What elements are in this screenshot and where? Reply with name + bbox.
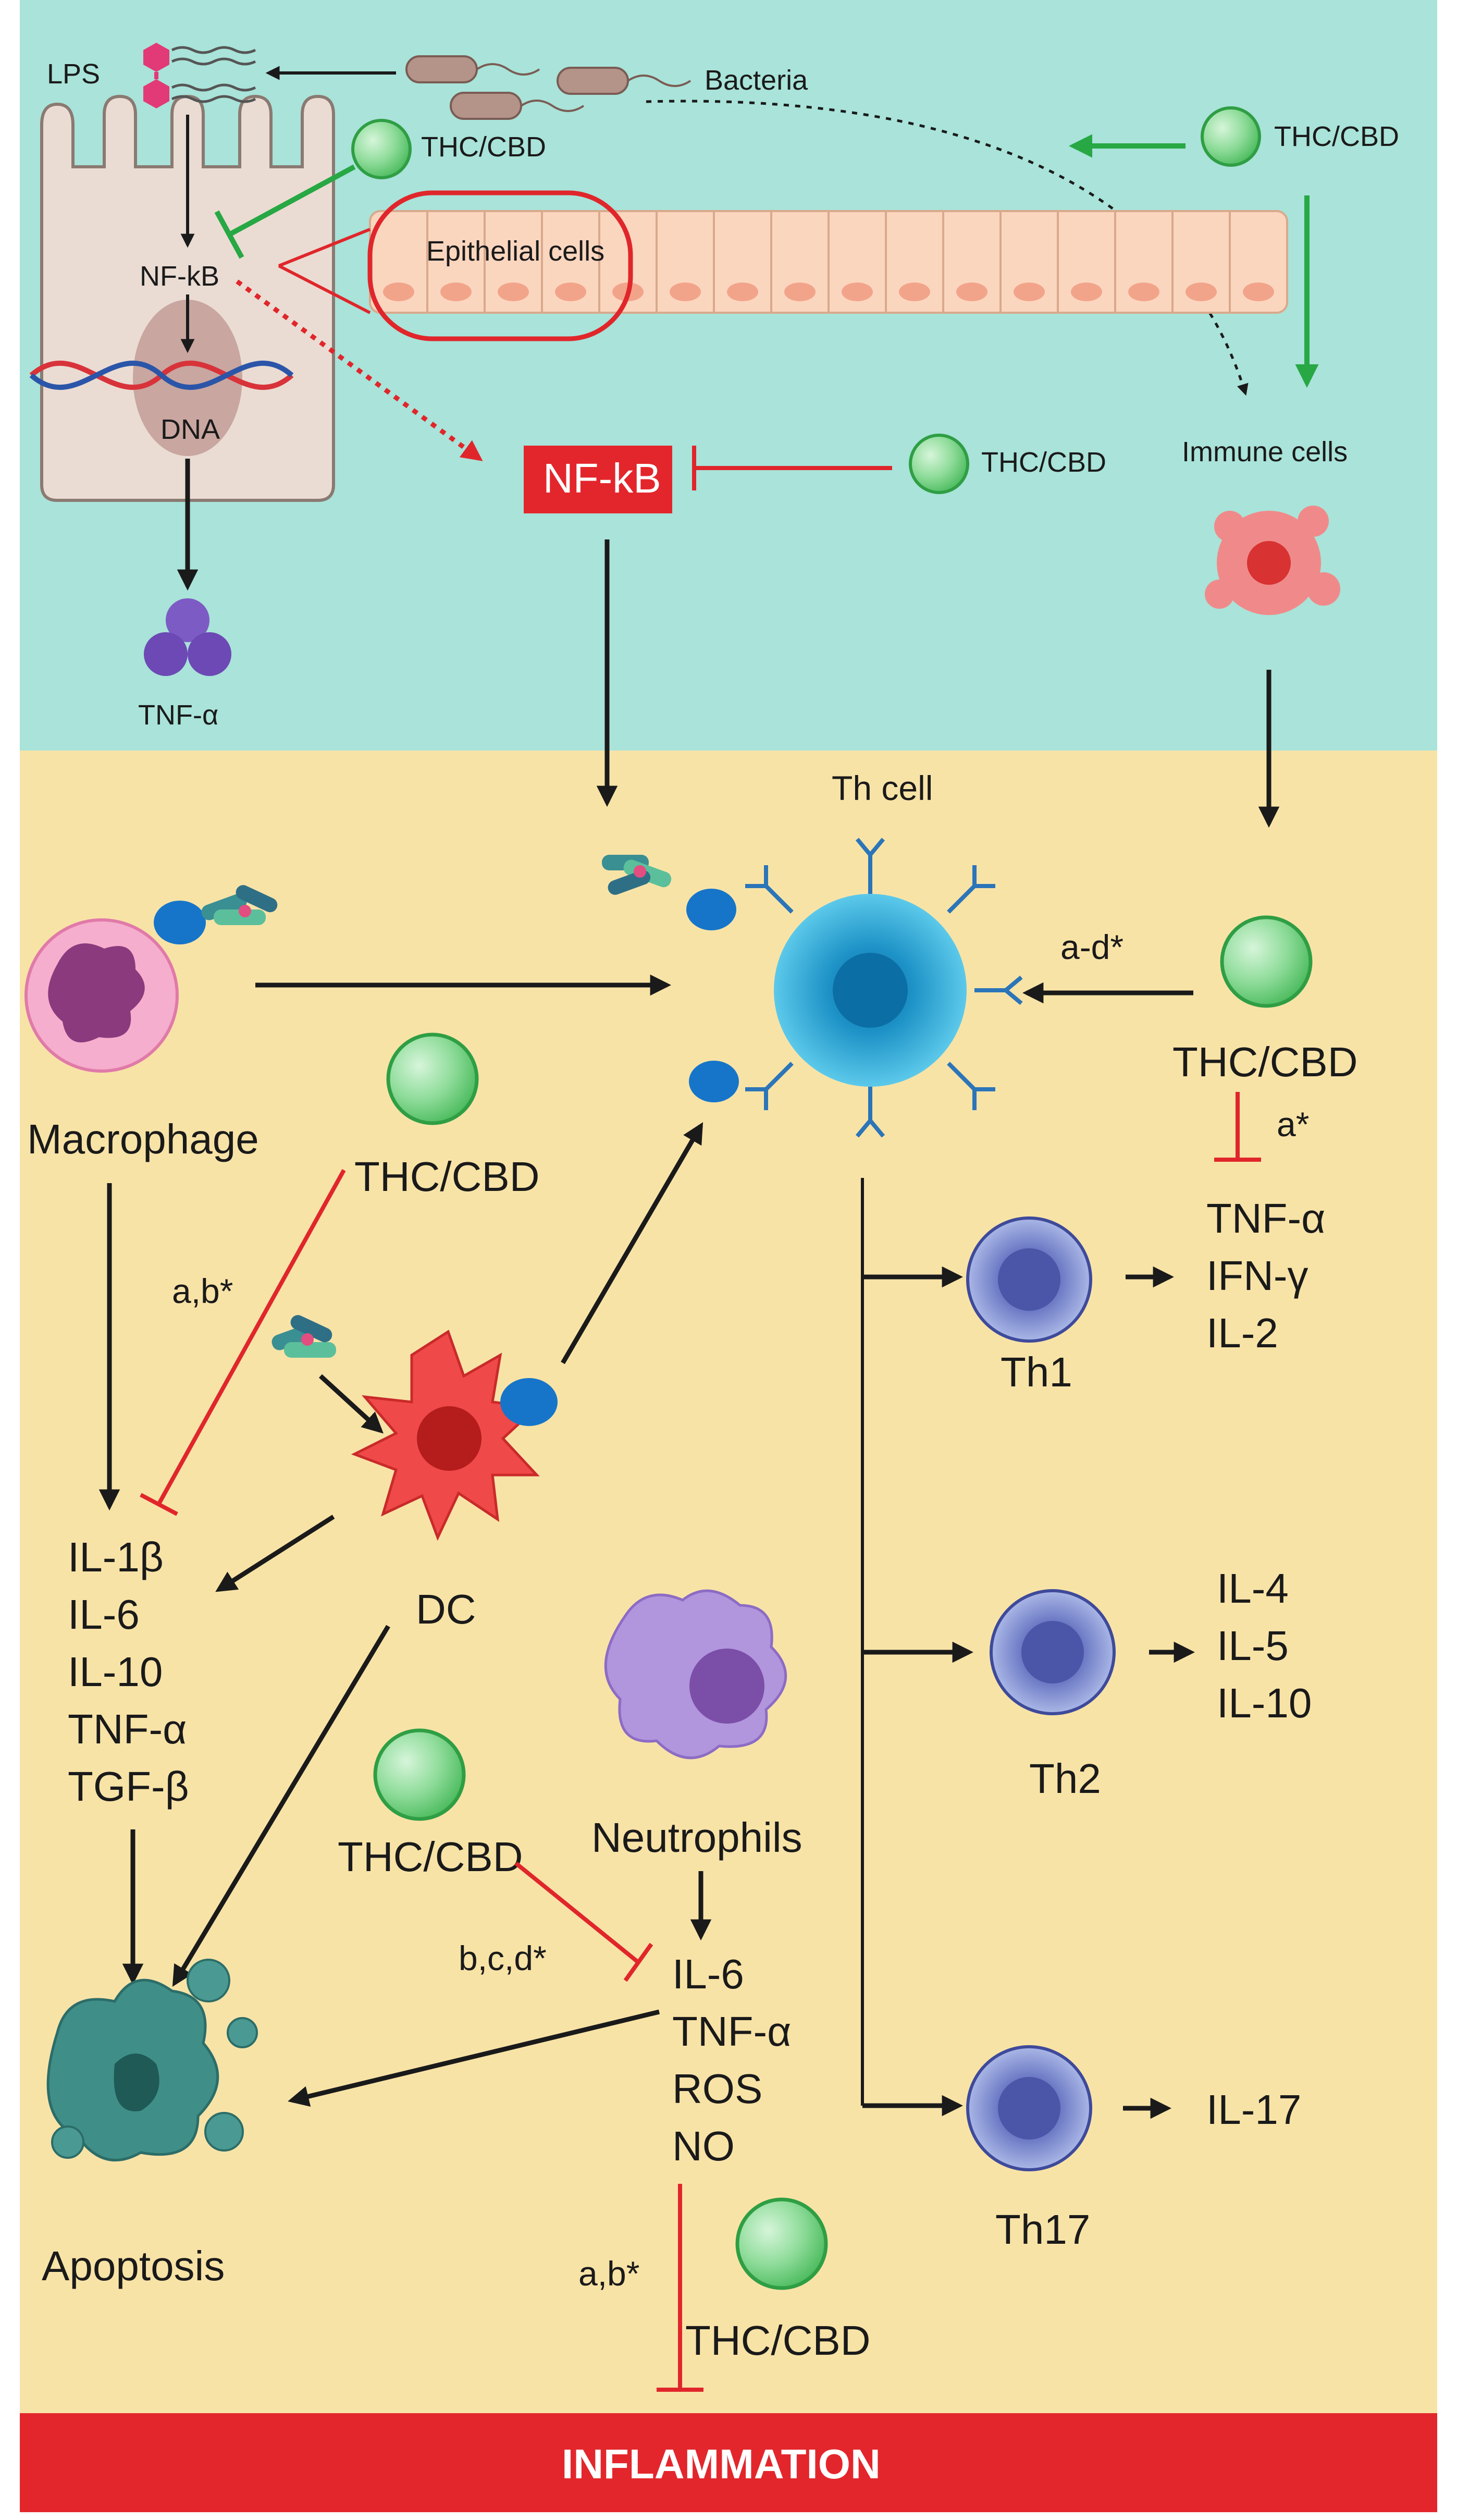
tnf-trimer-icon: [144, 598, 231, 676]
neutrophils-label: Neutrophils: [591, 1814, 802, 1861]
cytokine-item: IL-1β: [68, 1534, 164, 1580]
macrophage-icon: [24, 918, 179, 1073]
thc-cbd-molecule-6: [735, 2197, 828, 2290]
nfkb-box: [524, 446, 672, 513]
inhibit-thc-to-macrophage-cytokines: [157, 1169, 346, 1505]
thc-cbd-label-4: THC/CBD: [354, 1153, 540, 1200]
zoom-line-upper: [278, 228, 371, 267]
antigen-for-dc: [271, 1315, 336, 1358]
nfkb-box-label: NF-kB: [543, 455, 661, 501]
thc-cbd-label-7: THC/CBD: [1172, 1039, 1358, 1085]
arrow-nfkb-translocation: [236, 279, 483, 461]
th1-cell-icon: [966, 1216, 1092, 1343]
th17-cytokine-list: IL-17: [1206, 2086, 1301, 2133]
th1-cytokine-list: TNF-α IFN-γ IL-2: [1206, 1195, 1325, 1356]
inhibit-thc-to-neutrophil-products: [514, 1861, 640, 1964]
neutrophil-icon: [604, 1589, 787, 1760]
th2-cytokine-list: IL-4 IL-5 IL-10: [1217, 1565, 1312, 1726]
product-item: ROS: [672, 2066, 762, 2112]
dendritic-cell-icon: [351, 1330, 558, 1541]
cytokine-item: TNF-α: [1206, 1195, 1325, 1241]
annotation-bcd: b,c,d*: [459, 1939, 547, 1977]
bacteria-label: Bacteria: [705, 65, 808, 96]
epithelial-cell-layer: [369, 210, 1288, 314]
product-item: TNF-α: [672, 2008, 791, 2055]
dna-label: DNA: [160, 414, 220, 445]
macrophage-cytokine-list: IL-1β IL-6 IL-10 TNF-α TGF-β: [68, 1534, 189, 1810]
thc-cbd-molecule-4: [386, 1032, 479, 1125]
apoptosis-label: Apoptosis: [42, 2243, 225, 2289]
immune-cells-label: Immune cells: [1182, 436, 1348, 468]
thc-cbd-label-2: THC/CBD: [981, 447, 1106, 478]
antigen-presentation-macrophage: [154, 885, 278, 944]
dna-strand-blue: [29, 361, 294, 390]
product-item: NO: [672, 2123, 735, 2169]
arrow-dc-to-tcell: [561, 1122, 703, 1365]
th17-cell-icon: [966, 2045, 1092, 2171]
cytokine-item: IL-10: [68, 1649, 163, 1695]
thc-cbd-label-6: THC/CBD: [685, 2317, 871, 2364]
inhibit-bar-macrophage: [140, 1493, 178, 1516]
dc-label: DC: [416, 1586, 476, 1632]
inhibit-thc-to-nfkb-cell: [228, 164, 356, 237]
inhibit-bar: [214, 210, 244, 259]
tnf-alpha-top-label: TNF-α: [138, 699, 218, 731]
annotation-a: a*: [1277, 1105, 1309, 1144]
product-item: IL-6: [672, 1951, 744, 1997]
cytokine-item: TGF-β: [68, 1763, 189, 1810]
inflammation-bar: [20, 2413, 1437, 2512]
inhibit-bar-neutrophil: [623, 1943, 653, 1982]
th-cell-label: Th cell: [832, 769, 933, 807]
th2-label: Th2: [1029, 1755, 1101, 1802]
arrow-dc-to-apoptosis: [172, 1625, 390, 1987]
thc-cbd-molecule-2: [909, 434, 969, 494]
th-cell-icon: [745, 838, 1023, 1138]
cytokine-item: IFN-γ: [1206, 1252, 1308, 1299]
annotation-ab-2: a,b*: [578, 2254, 639, 2293]
cytokine-item: IL-5: [1217, 1622, 1289, 1669]
bacteria-icon: [405, 55, 692, 120]
arrow-dc-to-cytokines: [215, 1515, 335, 1592]
cytokine-item: IL-2: [1206, 1310, 1278, 1356]
lamina-propria-panel: [20, 751, 1437, 2413]
nucleus: [133, 300, 242, 456]
thc-cbd-label-1: THC/CBD: [421, 131, 546, 163]
immune-cell-icon: [1205, 506, 1340, 615]
thc-cbd-molecule-3: [1201, 106, 1261, 167]
th2-cell-icon: [990, 1589, 1116, 1715]
cytokine-item: IL-4: [1217, 1565, 1289, 1612]
arrow-antigen-to-dc: [318, 1374, 384, 1434]
epithelial-highlight-box: [367, 190, 633, 341]
annotation-ab-1: a,b*: [172, 1272, 233, 1310]
thc-cbd-label-5: THC/CBD: [338, 1834, 523, 1880]
nfkb-small-label: NF-kB: [140, 261, 219, 292]
zoom-line-lower: [278, 264, 371, 314]
macrophage-label: Macrophage: [27, 1116, 259, 1162]
epithelial-cells-label: Epithelial cells: [426, 236, 604, 267]
cytokine-item: TNF-α: [68, 1706, 187, 1752]
cytokine-item: IL-10: [1217, 1680, 1312, 1726]
th1-label: Th1: [1001, 1349, 1072, 1395]
cytokine-item: IL-17: [1206, 2086, 1301, 2133]
thc-cbd-molecule-1: [351, 119, 412, 179]
lps-label: LPS: [47, 58, 100, 90]
thc-cbd-molecule-7: [1220, 915, 1313, 1008]
thc-cbd-label-3: THC/CBD: [1274, 121, 1399, 152]
lps-molecule: [143, 43, 256, 108]
neutrophil-product-list: IL-6 TNF-α ROS NO: [672, 1951, 791, 2169]
arrow-products-to-apoptosis: [288, 2009, 660, 2107]
inflammation-label: INFLAMMATION: [562, 2441, 881, 2487]
thc-cbd-molecule-5: [373, 1728, 466, 1821]
antigen-presentation-tcell: [602, 855, 739, 1102]
annotation-ad: a-d*: [1060, 928, 1123, 966]
apoptosis-icon: [46, 1959, 258, 2161]
cytokine-item: IL-6: [68, 1591, 140, 1638]
th17-label: Th17: [995, 2206, 1090, 2253]
